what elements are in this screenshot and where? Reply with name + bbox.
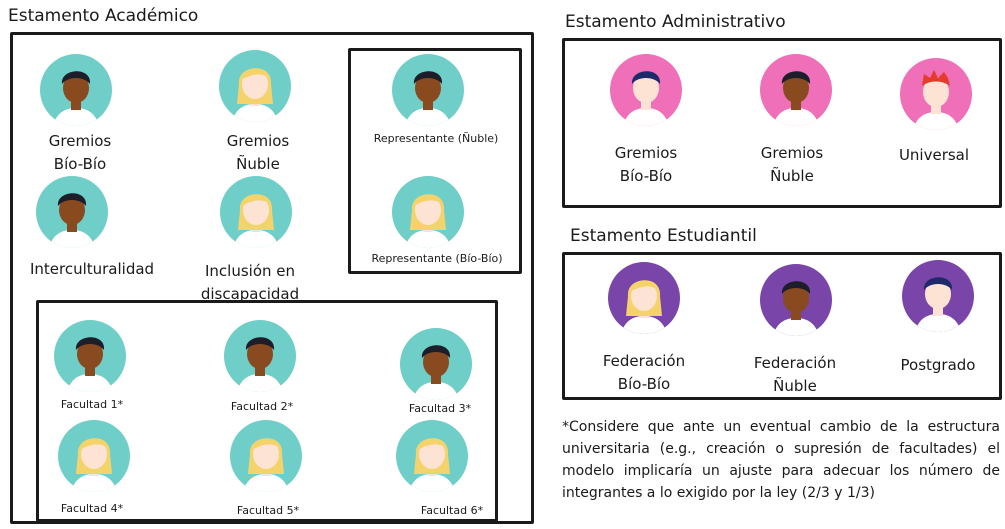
avatar-admin-universal — [898, 56, 974, 132]
person-icon — [760, 54, 832, 126]
label-inclusion-2: discapacidad — [200, 285, 300, 303]
avatar-interculturalidad — [34, 174, 110, 250]
label-fed-biobio-2: Bío-Bío — [617, 375, 671, 393]
academico-title: Estamento Académico — [8, 6, 199, 26]
person-icon — [224, 320, 296, 392]
label-fed-biobio-1: Federación — [602, 352, 686, 370]
person-icon — [36, 176, 108, 248]
avatar-facultad-1 — [52, 318, 128, 394]
person-icon — [396, 420, 468, 492]
label-facultad-1: Facultad 1* — [60, 398, 124, 411]
representantes-box — [348, 48, 522, 274]
label-facultad-3: Facultad 3* — [408, 402, 472, 415]
administrativo-title: Estamento Administrativo — [565, 12, 786, 32]
label-admin-universal: Universal — [898, 146, 970, 164]
avatar-facultad-6 — [394, 418, 470, 494]
label-facultad-2: Facultad 2* — [230, 400, 294, 413]
person-icon — [902, 260, 974, 332]
avatar-fed-nuble — [758, 262, 834, 338]
person-icon — [58, 420, 130, 492]
facultades-box — [36, 300, 498, 522]
label-postgrado: Postgrado — [900, 356, 976, 374]
label-fed-nuble-1: Federación — [753, 354, 837, 372]
person-icon — [610, 54, 682, 126]
label-admin-gremios-nuble-2: Ñuble — [770, 167, 814, 185]
label-fed-nuble-2: Ñuble — [773, 377, 817, 395]
label-inclusion-1: Inclusión en — [204, 262, 296, 280]
label-representante-biobio: Representante (Bío-Bío) — [371, 252, 503, 265]
person-icon — [900, 58, 972, 130]
avatar-facultad-3 — [398, 326, 474, 402]
avatar-admin-gremios-nuble — [758, 52, 834, 128]
avatar-facultad-5 — [228, 418, 304, 494]
avatar-admin-gremios-biobio — [608, 52, 684, 128]
label-facultad-4: Facultad 4* — [60, 502, 124, 515]
person-icon — [400, 328, 472, 400]
label-gremios-nuble-2: Ñuble — [236, 155, 280, 173]
label-gremios-biobio-1: Gremios — [48, 132, 112, 150]
person-icon — [54, 320, 126, 392]
person-icon — [760, 264, 832, 336]
label-interculturalidad: Interculturalidad — [29, 260, 155, 278]
avatar-representante-biobio — [390, 174, 466, 250]
avatar-facultad-4 — [56, 418, 132, 494]
person-icon — [608, 262, 680, 334]
label-admin-gremios-biobio-1: Gremios — [614, 144, 678, 162]
label-representante-nuble: Representante (Ñuble) — [373, 132, 499, 145]
academico-box — [10, 32, 534, 524]
person-icon — [230, 420, 302, 492]
person-icon — [220, 176, 292, 248]
footnote: *Considere que ante un eventual cambio d… — [562, 419, 1000, 501]
label-facultad-5: Facultad 5* — [236, 504, 300, 517]
person-icon — [392, 176, 464, 248]
avatar-facultad-2 — [222, 318, 298, 394]
label-facultad-6: Facultad 6* — [420, 504, 484, 517]
estudiantil-box — [562, 252, 1002, 400]
person-icon — [219, 50, 291, 122]
label-admin-gremios-biobio-2: Bío-Bío — [619, 167, 673, 185]
avatar-fed-biobio — [606, 260, 682, 336]
label-admin-gremios-nuble-1: Gremios — [760, 144, 824, 162]
administrativo-box — [562, 38, 1002, 208]
avatar-postgrado — [900, 258, 976, 334]
estudiantil-title: Estamento Estudiantil — [570, 226, 757, 246]
person-icon — [40, 54, 112, 126]
avatar-representante-nuble — [390, 52, 466, 128]
person-icon — [392, 54, 464, 126]
avatar-gremios-nuble — [217, 48, 293, 124]
label-gremios-biobio-2: Bío-Bío — [53, 155, 107, 173]
label-gremios-nuble-1: Gremios — [226, 132, 290, 150]
avatar-gremios-biobio — [38, 52, 114, 128]
avatar-inclusion — [218, 174, 294, 250]
